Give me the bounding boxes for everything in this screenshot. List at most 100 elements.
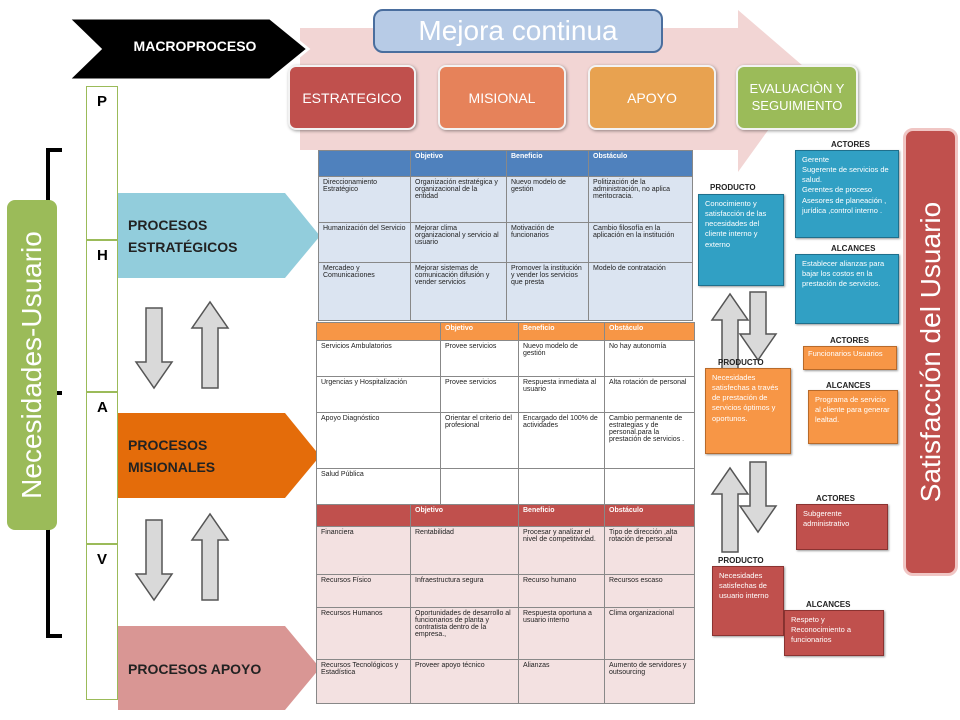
header-cell (316, 322, 441, 341)
header-cell: Beneficio (518, 503, 605, 528)
phva-a: A (86, 392, 118, 544)
up-arrow-2-icon (190, 512, 230, 601)
cell (440, 468, 519, 505)
cell: Procesar y analizar el nivel de competit… (518, 526, 605, 576)
cell: Recursos escaso (604, 574, 695, 608)
phva-v: V (86, 544, 118, 700)
alcances-box-1: Establecer alianzas para bajar los costo… (795, 254, 899, 324)
alcances-box-3: Respeto y Reconocimiento a funcionarios (784, 610, 884, 656)
procesos-misionales-label: PROCESOS MISIONALES (128, 437, 216, 476)
actores-label-1: ACTORES (831, 140, 870, 149)
table-apoyo: Objetivo Beneficio Obstáculo Financiera … (316, 503, 695, 705)
cell: Clima organizacional (604, 606, 695, 660)
phva-h: H (86, 240, 118, 392)
cell: Urgencias y Hospitalización (316, 376, 441, 413)
down-arrow-2-icon (134, 519, 174, 602)
cell: Oportunidades de desarrollo al funcionar… (410, 606, 519, 660)
cell: Rentabilidad (410, 526, 519, 576)
actores-label-3: ACTORES (816, 494, 855, 503)
producto-box-3: Necesidades satisfechas de usuario inter… (712, 566, 784, 636)
cell: Proveer apoyo técnico (410, 658, 519, 705)
cell: Mejorar sistemas de comunicación difusió… (410, 262, 507, 321)
table-row: Mercadeo y Comunicaciones Mejorar sistem… (318, 262, 693, 321)
actores-label-2: ACTORES (830, 336, 869, 345)
table-row: Salud Pública (316, 468, 695, 505)
phva-p: P (86, 86, 118, 240)
table-row: Recursos Tecnológicos y Estadística Prov… (316, 658, 695, 705)
category-misional: MISIONAL (438, 65, 566, 130)
header-cell (316, 503, 411, 528)
cell: Nuevo modelo de gestión (506, 176, 589, 223)
cell: Servicios Ambulatorios (316, 340, 441, 377)
cell: Encargado del 100% de actividades (518, 412, 605, 469)
cell: Motivación de funcionarios (506, 222, 589, 263)
header-cell: Objetivo (440, 322, 519, 341)
alcances-box-2: Programa de servicio al cliente para gen… (808, 390, 898, 444)
cell: Aumento de servidores y outsourcing (604, 658, 695, 705)
procesos-estrategicos-label: PROCESOS ESTRATÉGICOS (128, 217, 238, 256)
satisfaccion-usuario-label: Satisfacción del Usuario (915, 201, 946, 503)
cell: Tipo de dirección ,alta rotación de pers… (604, 526, 695, 576)
cell: Respuesta inmediata al usuario (518, 376, 605, 413)
up-arrow-3-icon (710, 292, 750, 375)
table-row: Financiera Rentabilidad Procesar y anali… (316, 526, 695, 576)
satisfaccion-usuario-panel (903, 128, 958, 576)
down-arrow-3-icon (738, 291, 778, 362)
down-arrow-4-icon (738, 461, 778, 534)
cell: Orientar el criterio del profesional (440, 412, 519, 469)
cell: Recurso humano (518, 574, 605, 608)
cell: Respuesta oportuna a usuario interno (518, 606, 605, 660)
header-cell: Objetivo (410, 150, 507, 177)
cell: Recursos Humanos (316, 606, 411, 660)
cell: Mejorar clima organizacional y servicio … (410, 222, 507, 263)
cell: Cambio filosofía en la aplicación en la … (588, 222, 693, 263)
producto-label-1: PRODUCTO (710, 183, 756, 192)
necesidades-usuario-label: Necesidades-Usuario (16, 231, 47, 499)
table-row: Recursos Humanos Oportunidades de desarr… (316, 606, 695, 660)
table-misional: Objetivo Beneficio Obstáculo Servicios A… (316, 322, 695, 505)
cell: Modelo de contratación (588, 262, 693, 321)
cell: Humanización del Servicio (318, 222, 411, 263)
up-arrow-4-icon (710, 466, 750, 553)
producto-label-3: PRODUCTO (718, 556, 764, 565)
cell: Apoyo Diagnóstico (316, 412, 441, 469)
producto-label-2: PRODUCTO (718, 358, 764, 367)
cell: Provee servicios (440, 376, 519, 413)
cell: Politización de la administración, no ap… (588, 176, 693, 223)
category-evaluacion: EVALUACIÒN Y SEGUIMIENTO (736, 65, 858, 130)
cell: Recursos Físico (316, 574, 411, 608)
table-row: Recursos Físico Infraestructura segura R… (316, 574, 695, 608)
down-arrow-1-icon (134, 307, 174, 390)
header-cell: Obstáculo (604, 503, 695, 528)
cell: Infraestructura segura (410, 574, 519, 608)
apoyo-arrow-shape (118, 626, 320, 710)
cell: Recursos Tecnológicos y Estadística (316, 658, 411, 705)
cell: Salud Pública (316, 468, 441, 505)
cell: Mercadeo y Comunicaciones (318, 262, 411, 321)
table-estrategico: Objetivo Beneficio Obstáculo Direccionam… (318, 150, 693, 321)
cell: Organización estratégica y organizaciona… (410, 176, 507, 223)
table-row: Urgencias y Hospitalización Provee servi… (316, 376, 695, 413)
cell: Nuevo modelo de gestión (518, 340, 605, 377)
actores-box-2: Funcionarios Usuarios (803, 346, 897, 370)
header-cell: Beneficio (518, 322, 605, 341)
table-row: Humanización del Servicio Mejorar clima … (318, 222, 693, 263)
alcances-label-1: ALCANCES (831, 244, 876, 253)
cell: Cambio permanente de estrategias y de pe… (604, 412, 695, 469)
cell (604, 468, 695, 505)
cell: Alianzas (518, 658, 605, 705)
cell: Direccionamiento Estratégico (318, 176, 411, 223)
up-arrow-1-icon (190, 300, 230, 389)
header-cell: Obstáculo (588, 150, 693, 177)
macroproceso-chevron (64, 16, 311, 82)
header-cell: Beneficio (506, 150, 589, 177)
necesidades-usuario-panel (7, 200, 57, 530)
alcances-label-2: ALCANCES (826, 381, 871, 390)
cell (518, 468, 605, 505)
alcances-label-3: ALCANCES (806, 600, 851, 609)
actores-box-1: Gerente Sugerente de servicios de salud.… (795, 150, 899, 238)
header-cell (318, 150, 411, 177)
header-cell: Objetivo (410, 503, 519, 528)
mejora-continua-title: Mejora continua (373, 9, 663, 53)
table-row: Servicios Ambulatorios Provee servicios … (316, 340, 695, 377)
